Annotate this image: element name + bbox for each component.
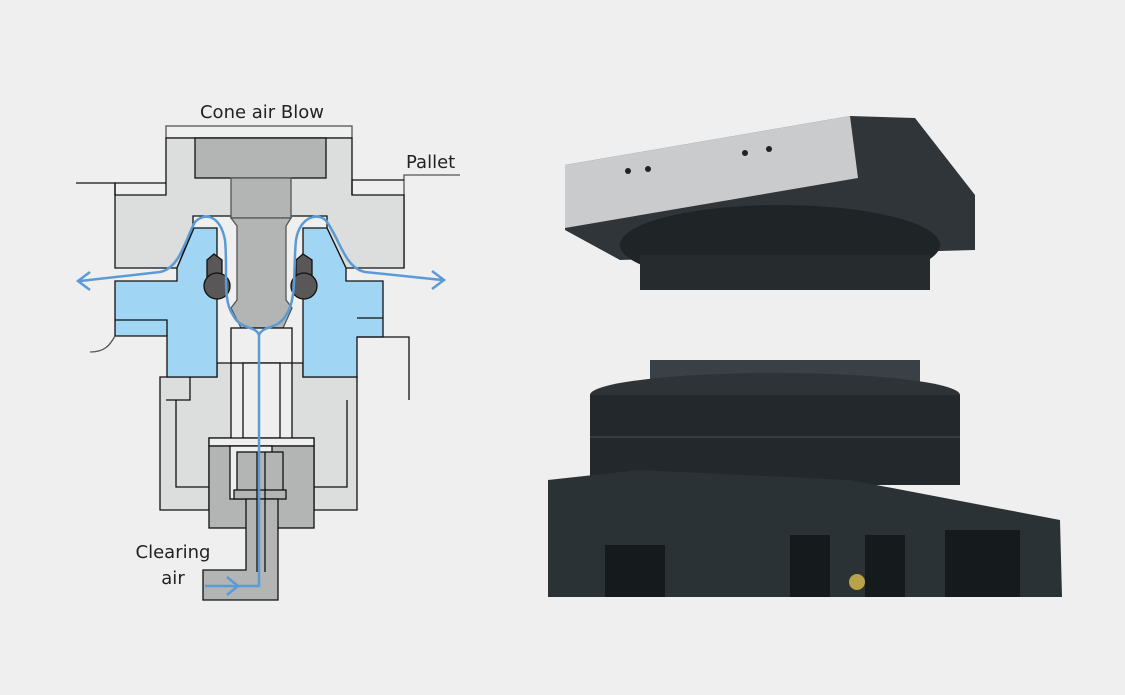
pallet-clamp-photo <box>548 116 1062 597</box>
stud-upper <box>230 177 292 219</box>
pallet-front-face <box>565 116 858 228</box>
bottom-cap <box>208 437 315 447</box>
seal-left-ball <box>203 272 231 300</box>
machine-base <box>548 470 1062 597</box>
center-bore <box>230 327 293 364</box>
clamp-cylinder <box>590 395 960 485</box>
stud-cone <box>229 217 293 329</box>
pallet-outline-right <box>403 174 460 268</box>
center-shaft <box>242 362 281 439</box>
top-plate <box>165 125 353 139</box>
air-flow-path <box>75 215 447 596</box>
label-cone-air-blow: Cone air Blow <box>200 102 324 123</box>
clamp-head <box>194 137 327 179</box>
label-clearing: Clearing <box>136 542 211 563</box>
piston-right <box>302 227 384 378</box>
label-pallet: Pallet <box>406 152 455 173</box>
label-air: air <box>161 568 185 589</box>
seal-right-ball <box>290 272 318 300</box>
piston-left <box>114 227 218 378</box>
pallet-outline-left <box>76 182 116 195</box>
